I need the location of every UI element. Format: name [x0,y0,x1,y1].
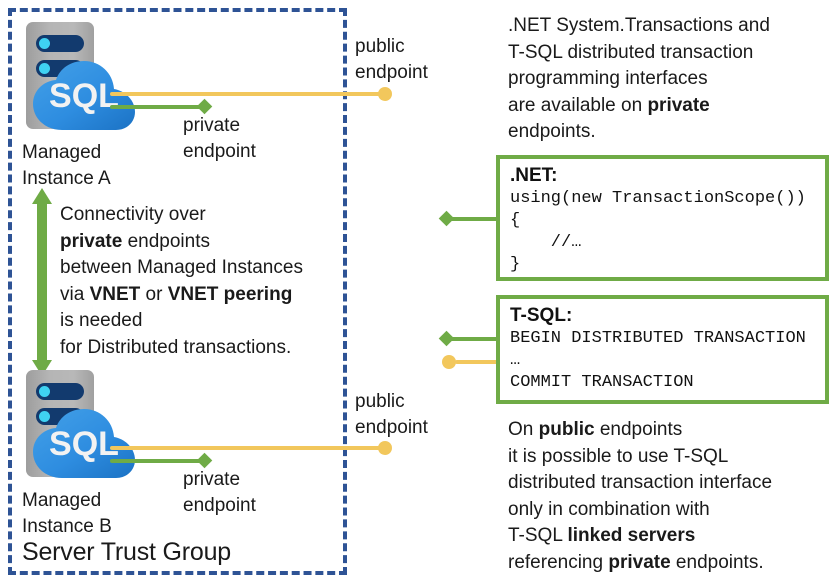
managed-instance-b-caption-line1: Managed [22,490,102,511]
connectivity-note: Connectivity over private endpoints betw… [60,202,303,361]
public-endpoint-label-a-line1: public [355,36,405,57]
tsql-yellow-connector-line [455,360,499,364]
connectivity-note-line2: private endpoints [60,229,303,256]
tsql-code-title: T-SQL: [510,305,573,326]
outro-note-line6: referencing private endpoints. [508,550,772,577]
server-led-icon [39,38,50,49]
outro-note-line1-bold: public [538,419,595,440]
server-led-icon [39,386,50,397]
private-endpoint-label-b-line2: endpoint [183,495,256,516]
outro-note-line4: only in combination with [508,498,710,520]
server-bay-bar-1 [36,35,84,52]
managed-instance-a-caption-line2: Instance A [22,168,111,189]
private-endpoint-label-a-line2: endpoint [183,141,256,162]
connectivity-note-line2-bold: private [60,230,123,252]
outro-note-line1-prefix: On [508,419,539,440]
private-endpoint-line-b [110,459,206,463]
intro-note-line5: endpoints. [508,121,596,142]
managed-instance-a-caption-line1: Managed [22,142,102,163]
managed-instance-a-icon: SQL [18,22,138,142]
dotnet-connector-line [447,217,499,221]
public-endpoint-label-a-line2: endpoint [355,62,428,83]
public-endpoint-dot-b [378,441,392,455]
intro-note-line4-prefix: are available on [508,94,648,116]
server-led-icon [39,63,50,74]
outro-note-line6-bold: private [608,551,671,573]
tsql-code-box: T-SQL: BEGIN DISTRIBUTED TRANSACTION … C… [496,295,829,404]
outro-note-line5-bold: linked servers [567,525,696,546]
tsql-connector-diamond [438,330,455,347]
intro-note-line4-bold: private [647,94,710,116]
private-endpoint-label-b-line1: private [183,469,241,490]
outro-note-line6-prefix: referencing [508,551,609,573]
connectivity-note-line6: for Distributed transactions. [60,336,292,358]
connectivity-double-arrow-icon [31,188,53,376]
private-endpoint-label-a-line1: private [183,115,241,136]
outro-note-line3: distributed transaction interface [508,472,773,493]
intro-note-line1: .NET System.Transactions and [508,15,770,36]
outro-note-line5: T-SQL linked servers [508,523,772,550]
connectivity-note-line4-prefix: via [60,283,90,305]
sql-logo-text: SQL [49,77,119,115]
tsql-code-body: BEGIN DISTRIBUTED TRANSACTION … COMMIT T… [510,329,806,392]
server-trust-group-boundary [8,8,347,575]
server-trust-group-label: Server Trust Group [22,538,231,566]
cloud-icon [32,408,136,480]
managed-instance-b-icon: SQL [18,370,138,490]
intro-note-line3: programming interfaces [508,68,708,89]
outro-note: On public endpoints it is possible to us… [508,417,772,576]
public-endpoint-dot-a [378,87,392,101]
intro-note-line4: are available on private [508,93,770,120]
outro-note-line1-suffix: endpoints [594,419,683,440]
public-endpoint-line-b [110,446,385,450]
connectivity-note-line4: via VNET or VNET peering [60,282,303,309]
intro-note-line2: T-SQL distributed transaction [508,41,754,63]
public-endpoint-label-b-line2: endpoint [355,417,428,438]
server-bay-bar-1 [36,383,84,400]
private-endpoint-line-a [110,105,206,109]
public-endpoint-label-b-line1: public [355,391,405,412]
managed-instance-b-caption-line2: Instance B [22,516,112,537]
outro-note-line6-suffix: endpoints. [670,551,764,573]
dotnet-connector-diamond [438,210,455,227]
connectivity-note-line3: between Managed Instances [60,257,303,278]
outro-note-line1: On public endpoints [508,417,772,444]
tsql-connector-dot [442,355,456,369]
connectivity-note-line5: is needed [60,310,143,331]
outro-note-line5-prefix: T-SQL [508,525,568,546]
dotnet-code-title: .NET: [510,165,558,186]
connectivity-note-line4-bold2: VNET peering [167,283,293,305]
connectivity-note-line4-bold1: VNET [89,283,141,305]
cloud-icon [32,60,136,132]
public-endpoint-line-a [110,92,385,96]
dotnet-code-box: .NET: using(new TransactionScope()) { //… [496,155,829,281]
sql-logo-text: SQL [49,425,119,463]
dotnet-code-body: using(new TransactionScope()) { //… } [510,189,806,274]
connectivity-note-line1: Connectivity over [60,204,206,225]
intro-note: .NET System.Transactions and T-SQL distr… [508,13,770,146]
connectivity-note-line2-rest: endpoints [122,230,210,252]
server-led-icon [39,411,50,422]
connectivity-note-line4-mid: or [140,283,168,305]
tsql-green-connector-line [447,337,499,341]
outro-note-line2: it is possible to use T-SQL [508,445,729,467]
